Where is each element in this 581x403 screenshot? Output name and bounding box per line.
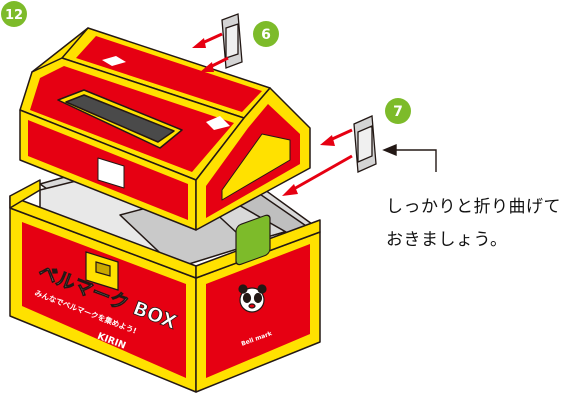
step-badge-7: 7 bbox=[385, 98, 411, 124]
instruction-line-2: おきましょう。 bbox=[386, 224, 576, 257]
fold-instruction: しっかりと折り曲げて おきましょう。 bbox=[386, 191, 576, 257]
instruction-line-1: しっかりと折り曲げて bbox=[386, 191, 576, 224]
tab-piece-7 bbox=[354, 116, 376, 172]
callout-pointer bbox=[384, 145, 436, 172]
step-badge-12: 12 bbox=[1, 1, 27, 27]
step-number-7: 7 bbox=[393, 104, 403, 120]
step-number-12: 12 bbox=[5, 8, 23, 23]
step-number-6: 6 bbox=[261, 27, 271, 43]
arrow-7a bbox=[330, 130, 352, 140]
step-badge-6: 6 bbox=[253, 21, 279, 47]
